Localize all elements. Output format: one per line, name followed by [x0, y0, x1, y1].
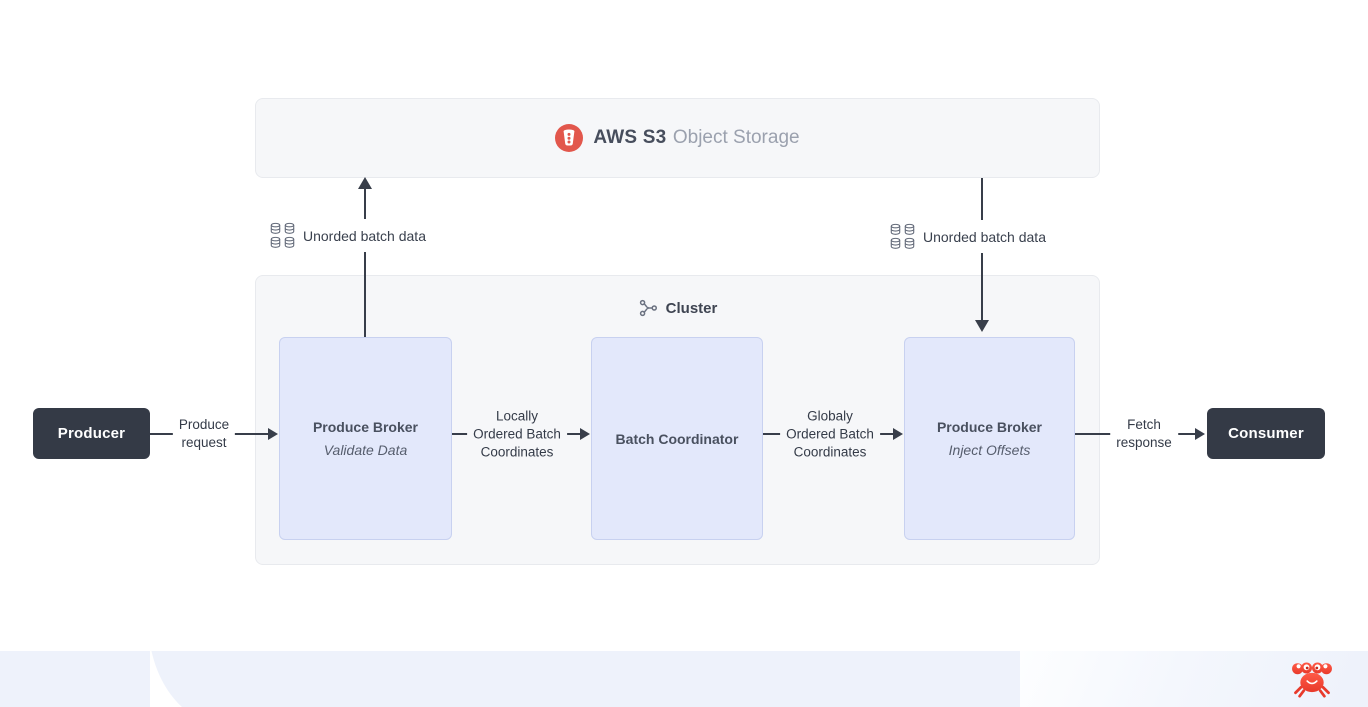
label-unordered-batch-left: Unorded batch data	[270, 219, 434, 252]
edge-broker-to-s3	[364, 187, 366, 337]
arrowhead-right-icon	[268, 428, 278, 440]
arrowhead-right-icon	[893, 428, 903, 440]
footer-decoration	[0, 651, 1368, 707]
node-producer: Producer	[33, 408, 150, 459]
s3-bucket-icon	[555, 124, 584, 152]
edge-label-produce-request: Produce request	[172, 414, 236, 454]
edge-label-locally-ordered: Locally Ordered Batch Coordinates	[467, 405, 567, 463]
unordered-batch-text: Unorded batch data	[923, 228, 1046, 245]
node-consumer: Consumer	[1207, 408, 1325, 459]
arrowhead-down-icon	[975, 320, 989, 332]
node-subtitle: Validate Data	[323, 442, 408, 458]
node-produce-broker-validate: Produce Broker Validate Data	[279, 337, 452, 540]
node-title: Produce Broker	[312, 419, 419, 435]
s3-title-brand: AWS S3	[593, 127, 667, 148]
arrowhead-right-icon	[580, 428, 590, 440]
edge-label-fetch-response: Fetch response	[1110, 414, 1178, 454]
node-produce-broker-inject: Produce Broker Inject Offsets	[904, 337, 1075, 540]
database-grid-icon	[890, 223, 915, 250]
node-batch-coordinator: Batch Coordinator	[591, 337, 763, 540]
arrowhead-right-icon	[1195, 428, 1205, 440]
arrowhead-up-icon	[358, 177, 372, 189]
cluster-header: Cluster	[255, 298, 1100, 318]
s3-storage-panel: AWS S3 Object Storage	[255, 98, 1100, 178]
unordered-batch-text: Unorded batch data	[303, 227, 426, 244]
crab-icon	[1290, 657, 1334, 701]
cluster-label: Cluster	[665, 299, 718, 317]
s3-title-rest: Object Storage	[672, 127, 800, 148]
consumer-label: Consumer	[1228, 425, 1304, 442]
database-grid-icon	[270, 222, 295, 249]
network-icon	[638, 298, 658, 318]
label-unordered-batch-right: Unorded batch data	[890, 220, 1054, 253]
producer-label: Producer	[57, 425, 126, 442]
footer-wedge-shape	[150, 651, 182, 707]
edge-label-globally-ordered: Globaly Ordered Batch Coordinates	[780, 405, 880, 463]
node-title: Produce Broker	[936, 419, 1043, 435]
s3-panel-title: AWS S3 Object Storage	[593, 127, 799, 149]
node-subtitle: Inject Offsets	[948, 442, 1031, 458]
node-title: Batch Coordinator	[615, 430, 739, 447]
